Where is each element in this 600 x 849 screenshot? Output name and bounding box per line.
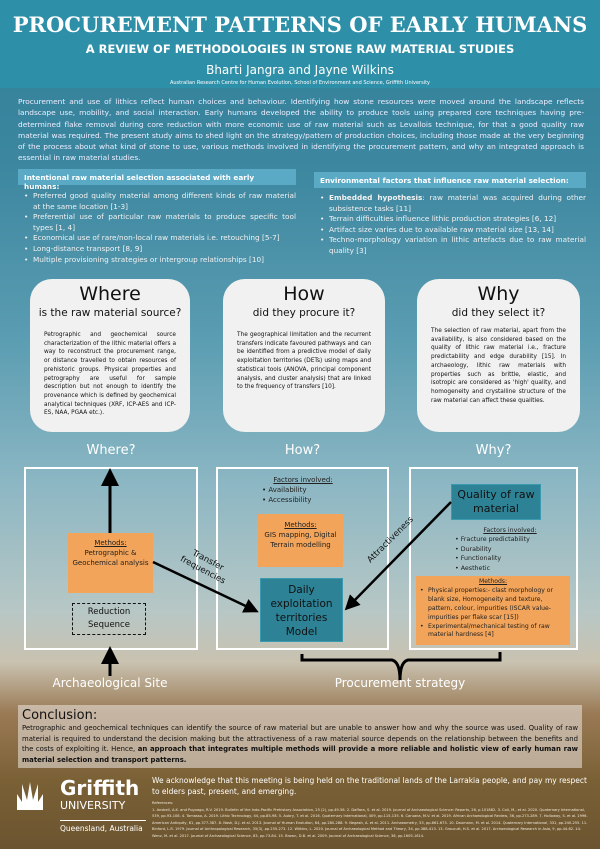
methods-label: Methods: — [94, 539, 127, 547]
list-text: : raw material was acquired during other… — [329, 193, 586, 213]
card-title: How — [283, 283, 325, 305]
method-text: Experimental/mechanical testing of raw m… — [428, 622, 550, 639]
method-text: Physical properties:- clast morphology o… — [428, 586, 553, 621]
references-label: References: — [152, 801, 174, 805]
card-subtitle: did they select it? — [451, 307, 546, 319]
why-methods: Methods: •Physical properties:- clast mo… — [416, 576, 570, 645]
why-factors: Factors involved: • Fracture predictabil… — [455, 526, 565, 573]
list-item: Artifact size varies due to available ra… — [320, 225, 586, 236]
methods-text: Petrographic & Geochemical analysis — [72, 549, 149, 567]
how-methods: Methods: GIS mapping, Digital Terrain mo… — [258, 514, 343, 567]
environmental-section: Environmental factors that influence raw… — [314, 172, 586, 257]
logo-sub: UNIVERSITY — [60, 799, 126, 812]
authors: Bharti Jangra and Jayne Wilkins — [206, 63, 394, 77]
factors-label: Factors involved: — [483, 527, 537, 534]
diagram-arrows — [101, 468, 502, 681]
label-where: Where? — [86, 443, 136, 458]
conclusion-body: Petrographic and geochemical techniques … — [22, 724, 578, 753]
conclusion-text: Petrographic and geochemical techniques … — [22, 723, 578, 765]
poster-title: PROCUREMENT PATTERNS OF EARLY HUMANS — [12, 12, 588, 37]
list-item: Long-distance transport [8, 9] — [24, 244, 296, 255]
why-box — [409, 467, 578, 650]
factor-item: • Availability — [262, 486, 307, 494]
factor-text: Accessibility — [268, 496, 312, 504]
list-item: Techno-morphology variation in lithic ar… — [320, 235, 586, 256]
arrow-attractiveness — [344, 501, 452, 611]
list-item: Economical use of rare/non-local raw mat… — [24, 233, 296, 244]
method-item: •Experimental/mechanical testing of raw … — [420, 622, 550, 639]
introduction: Procurement and use of lithics reflect h… — [18, 97, 584, 163]
factor-item: • Functionality — [455, 555, 502, 563]
card-where: Where is the raw material source? Petrog… — [30, 279, 190, 432]
factor-item: • Fracture predictability — [455, 536, 530, 544]
methods-label: Methods: — [478, 578, 508, 585]
card-why: Why did they select it? The selection of… — [417, 279, 580, 432]
list-item: Terrain difficulties influence lithic pr… — [320, 214, 586, 225]
methods-label: Methods: — [284, 521, 317, 529]
factors-label: Factors involved: — [273, 476, 333, 484]
how-factors: Factors involved: • Availability • Acces… — [230, 475, 376, 505]
acknowledgement: We acknowledge that this meeting is bein… — [152, 776, 587, 796]
poster-subtitle: A REVIEW OF METHODOLOGIES IN STONE RAW M… — [85, 42, 515, 56]
card-text: The selection of raw material, apart fro… — [431, 328, 566, 404]
factor-item: • Aesthetic — [455, 564, 491, 572]
factor-text: Aesthetic — [460, 564, 491, 572]
embedded-hypothesis: Embedded hypothesis — [329, 193, 423, 202]
strategy-brace — [300, 652, 502, 681]
references-text: 1. Ansbell, A.K. and Pugnago, R.V. 2019.… — [152, 807, 588, 838]
label-why: Why? — [475, 443, 512, 458]
card-title: Why — [477, 283, 520, 305]
factor-text: Functionality — [460, 555, 502, 563]
factor-text: Fracture predictability — [460, 536, 530, 544]
section-heading: Environmental factors that influence raw… — [314, 172, 586, 188]
conclusion-box: Conclusion: Petrographic and geochemical… — [18, 705, 582, 768]
factor-text: Durability — [460, 545, 492, 553]
conclusion-title: Conclusion: — [22, 708, 98, 723]
logo-location: Queensland, Australia — [60, 820, 146, 833]
methods-text: GIS mapping, Digital Terrain modelling — [264, 531, 337, 549]
card-subtitle: did they procure it? — [252, 307, 356, 319]
griffith-crest-icon — [17, 782, 43, 810]
list-item: Embedded hypothesis: raw material was ac… — [320, 193, 586, 214]
quality-raw-material: Quality of raw material — [451, 484, 541, 520]
archaeological-site: Archaeological Site — [52, 676, 168, 690]
list-item: Preferential use of particular raw mater… — [24, 212, 296, 233]
arrow-transfer — [152, 560, 259, 613]
card-how: How did they procure it? The geographica… — [223, 279, 385, 432]
factor-text: Availability — [268, 486, 307, 494]
method-item: •Physical properties:- clast morphology … — [420, 586, 553, 621]
list-item: Multiple provisioning strategies or inte… — [24, 255, 296, 266]
label-how: How? — [284, 443, 321, 458]
where-methods: Methods: Petrographic & Geochemical anal… — [68, 533, 153, 593]
det-model: Daily exploitation territories Model — [260, 578, 343, 642]
affiliation: Australian Research Centre for Human Evo… — [169, 80, 431, 86]
poster-header: PROCUREMENT PATTERNS OF EARLY HUMANS A R… — [0, 0, 600, 88]
references: References: 1. Ansbell, A.K. and Pugnago… — [152, 800, 592, 839]
list-item: Preferred good quality material among di… — [24, 191, 296, 212]
card-subtitle: is the raw material source? — [38, 307, 182, 319]
intentional-section: Intentional raw material selection assoc… — [18, 169, 296, 265]
factor-item: • Accessibility — [262, 496, 312, 504]
procurement-strategy: Procurement strategy — [334, 676, 466, 690]
how-box — [216, 467, 389, 650]
conclusion-bold: an approach that integrates multiple met… — [22, 745, 578, 764]
section-heading: Intentional raw material selection assoc… — [18, 169, 296, 191]
reduction-sequence: Reduction Sequence — [72, 603, 146, 635]
card-title: Where — [79, 283, 141, 305]
logo-name: Griffith — [60, 776, 140, 800]
factor-item: • Durability — [455, 545, 492, 553]
card-text: Petrographic and geochemical source char… — [44, 332, 176, 417]
card-text: The geographical limitation and the recu… — [237, 332, 371, 391]
